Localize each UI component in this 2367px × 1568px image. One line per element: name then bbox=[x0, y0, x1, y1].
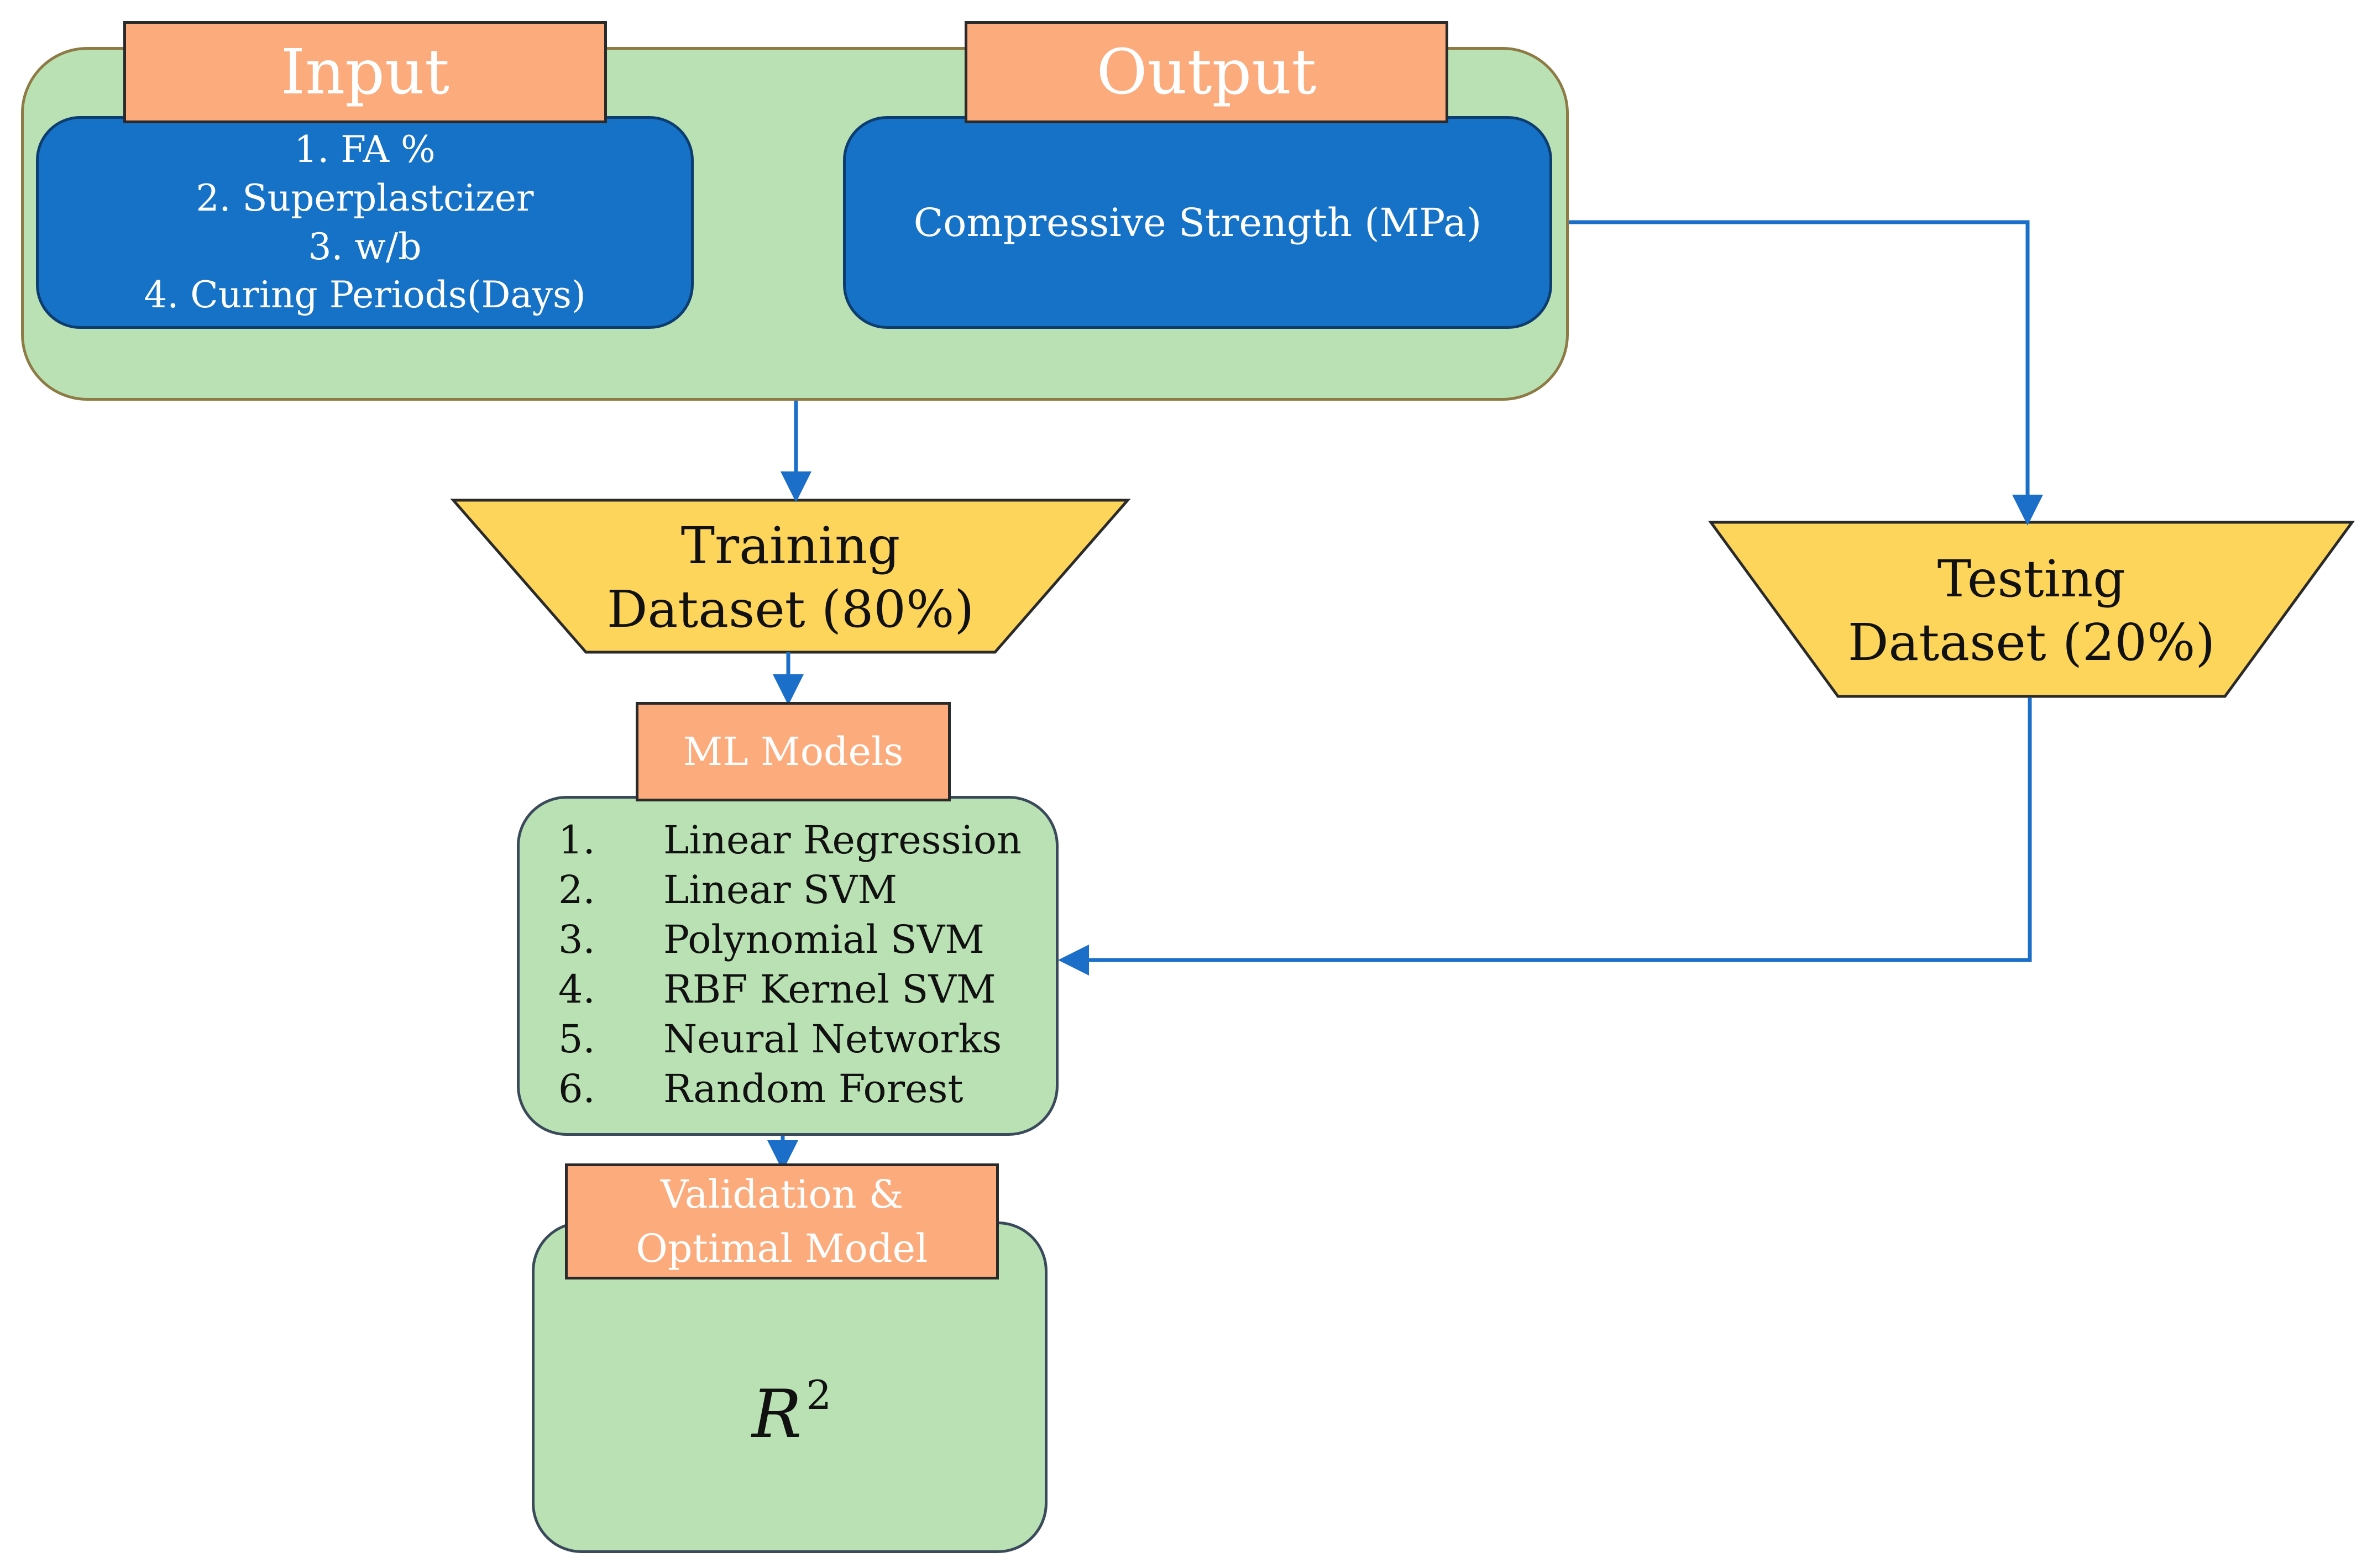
ml-model-number: 2. bbox=[558, 867, 595, 913]
input-item: 4. Curing Periods(Days) bbox=[144, 274, 586, 317]
input-features-box: 1. FA % 2. Superplastcizer 3. w/b 4. Cur… bbox=[36, 116, 694, 329]
ml-model-label: Polynomial SVM bbox=[663, 917, 984, 962]
validation-title-tab: Validation & Optimal Model bbox=[565, 1163, 999, 1279]
ml-model-number: 3. bbox=[558, 917, 595, 962]
validation-line-2: Optimal Model bbox=[636, 1226, 928, 1271]
validation-line-1: Validation & bbox=[660, 1172, 904, 1217]
testing-dataset-label: Testing Dataset (20%) bbox=[1802, 542, 2261, 680]
ml-model-number: 1. bbox=[558, 817, 595, 863]
ml-model-item: 5. Neural Networks bbox=[558, 1014, 1022, 1064]
testing-line-2: Dataset (20%) bbox=[1847, 613, 2216, 672]
input-title: Input bbox=[280, 36, 450, 108]
training-dataset-funnel bbox=[450, 499, 1131, 654]
ml-models-title-tab: ML Models bbox=[636, 702, 951, 801]
arrow-testing-to-models bbox=[1058, 698, 2032, 976]
ml-model-item: 2. Linear SVM bbox=[558, 865, 1022, 915]
ml-models-panel: 1. Linear Regression 2. Linear SVM 3. Polyn… bbox=[517, 796, 1059, 1136]
ml-model-label: Linear SVM bbox=[663, 867, 898, 913]
input-item: 3. w/b bbox=[308, 225, 422, 268]
testing-line-1: Testing bbox=[1937, 549, 2126, 609]
ml-model-label: Neural Networks bbox=[663, 1016, 1002, 1062]
output-text: Compressive Strength (MPa) bbox=[913, 200, 1482, 245]
output-title: Output bbox=[1096, 36, 1317, 108]
ml-model-label: Random Forest bbox=[663, 1066, 963, 1111]
metric-symbol: R bbox=[752, 1376, 802, 1453]
input-title-tab: Input bbox=[123, 21, 607, 123]
output-title-tab: Output bbox=[965, 21, 1448, 123]
ml-models-list: 1. Linear Regression 2. Linear SVM 3. Polyn… bbox=[558, 815, 1022, 1114]
training-line-1: Training bbox=[680, 516, 900, 575]
ml-model-item: 4. RBF Kernel SVM bbox=[558, 964, 1022, 1014]
ml-model-number: 5. bbox=[558, 1016, 595, 1062]
training-line-2: Dataset (80%) bbox=[606, 580, 975, 639]
arrow-output-to-testing bbox=[1569, 220, 2043, 526]
training-dataset-label: Training Dataset (80%) bbox=[553, 508, 1028, 647]
input-item: 1. FA % bbox=[294, 128, 436, 171]
testing-dataset-funnel bbox=[1708, 521, 2355, 698]
ml-model-item: 1. Linear Regression bbox=[558, 815, 1022, 865]
ml-model-item: 3. Polynomial SVM bbox=[558, 915, 1022, 964]
ml-model-number: 4. bbox=[558, 967, 595, 1012]
output-target-box: Compressive Strength (MPa) bbox=[843, 116, 1552, 329]
ml-model-label: RBF Kernel SVM bbox=[663, 967, 996, 1012]
ml-model-label: Linear Regression bbox=[663, 817, 1022, 863]
ml-models-title: ML Models bbox=[683, 729, 904, 774]
input-item: 2. Superplastcizer bbox=[196, 176, 534, 219]
ml-model-number: 6. bbox=[558, 1066, 595, 1111]
metric-superscript: 2 bbox=[806, 1372, 832, 1418]
ml-model-item: 6. Random Forest bbox=[558, 1064, 1022, 1114]
